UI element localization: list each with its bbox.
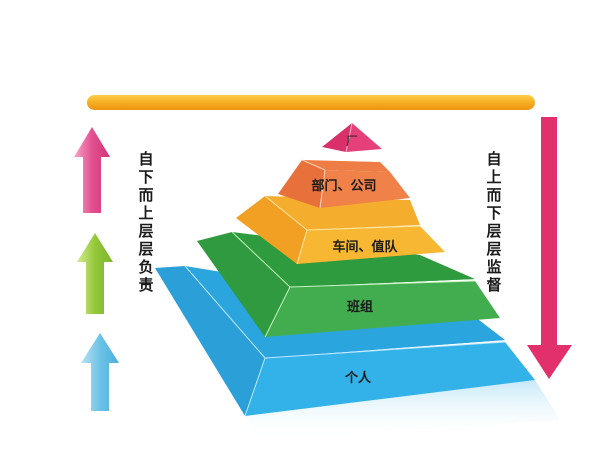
up-arrow-green-icon [77, 233, 113, 314]
up-arrow-blue-icon [81, 333, 119, 411]
layer-label-workshop: 车间、值队 [332, 239, 398, 255]
pyramid-layer-workshop: 车间、值队 [236, 195, 445, 265]
up-arrow-pink-icon [74, 127, 110, 213]
pyramid-layer-factory: 厂 [322, 122, 382, 153]
right-caption: 自上而下层层监督 [486, 150, 502, 294]
down-arrow-icon [527, 117, 572, 379]
top-bar [87, 95, 535, 110]
layer-label-factory: 厂 [346, 134, 358, 148]
layer-label-department: 部门、公司 [311, 178, 376, 194]
left-caption: 自下而上层层负责 [138, 150, 154, 294]
pyramid-layer-department: 部门、公司 [278, 159, 410, 209]
layer-label-individual: 个人 [344, 370, 372, 386]
layer-label-team: 班组 [347, 299, 373, 315]
